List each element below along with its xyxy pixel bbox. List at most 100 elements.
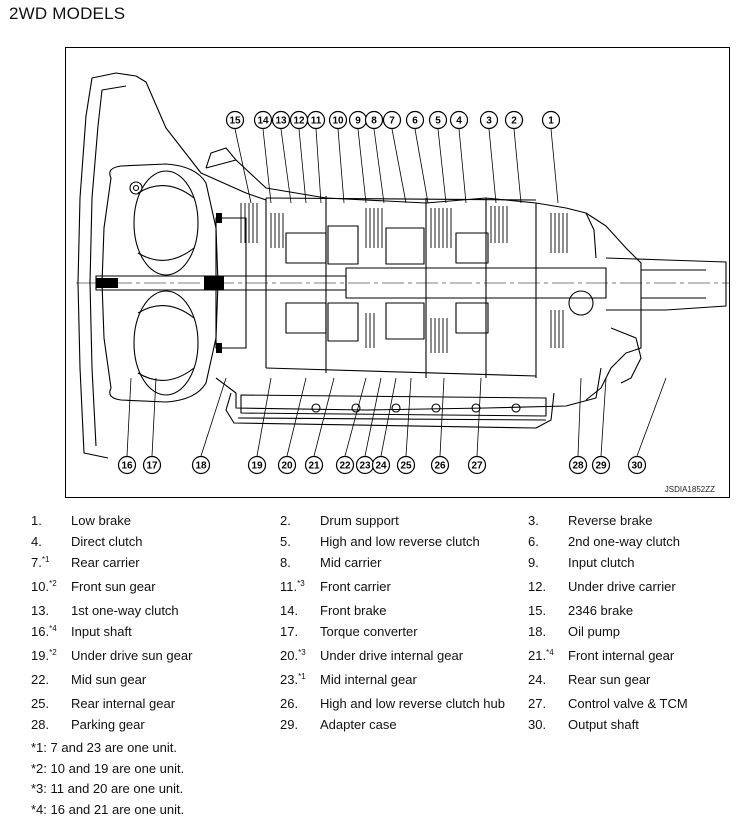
- callout-number: 9: [355, 116, 361, 127]
- legend-number: 16.*4: [31, 624, 57, 639]
- legend-label: Input shaft: [71, 624, 132, 639]
- planetary-set-a: [285, 232, 327, 264]
- legend-number: 9.: [528, 555, 539, 570]
- legend-label: Control valve & TCM: [568, 696, 688, 711]
- legend-label: Mid internal gear: [320, 672, 417, 687]
- callout-2: 2: [504, 110, 524, 130]
- legend-number: 13.: [31, 603, 50, 618]
- callout-number: 20: [281, 461, 293, 472]
- callout-number: 29: [595, 461, 607, 472]
- legend-label: Under drive sun gear: [71, 648, 193, 663]
- output-shaft-spline: [641, 269, 706, 299]
- legend-label: Front internal gear: [568, 648, 675, 663]
- legend-label: Drum support: [320, 513, 399, 528]
- torque-converter-outline: [101, 163, 219, 403]
- callout-number: 26: [434, 461, 446, 472]
- clutch-pack-group: [240, 203, 568, 353]
- legend-number: 2.: [280, 513, 291, 528]
- callout-23: 23: [355, 455, 375, 475]
- planetary-set-c: [385, 227, 425, 265]
- callout-18: 18: [191, 455, 211, 475]
- footnote: *4: 16 and 21 are one unit.: [31, 801, 185, 817]
- callout-number: 15: [229, 116, 241, 127]
- footnote: *3: 11 and 20 are one unit.: [31, 781, 184, 796]
- legend-number: 18.: [528, 624, 547, 639]
- legend-number: 1.: [31, 513, 42, 528]
- legend-label: Rear internal gear: [71, 696, 176, 711]
- legend-number: 19.*2: [31, 648, 57, 663]
- callout-14: 14: [253, 110, 273, 130]
- legend-footnote-ref: *4: [49, 624, 57, 633]
- legend-footnote-ref: *2: [49, 579, 57, 588]
- legend-label: Output shaft: [568, 717, 639, 732]
- callout-27: 27: [467, 455, 487, 475]
- callout-10: 10: [328, 110, 348, 130]
- legend-label: Low brake: [71, 513, 131, 528]
- callout-number: 24: [375, 461, 387, 472]
- legend-number: 5.: [280, 534, 291, 549]
- legend-label: Oil pump: [568, 624, 621, 639]
- callout-number: 7: [389, 116, 395, 127]
- callout-6: 6: [405, 110, 425, 130]
- converter-housing-inner: [89, 85, 127, 447]
- callout-number: 13: [275, 116, 287, 127]
- callout-number: 5: [435, 116, 441, 127]
- converter-bolt: [129, 181, 143, 195]
- legend-label: Front sun gear: [71, 579, 156, 594]
- legend-label: Under drive carrier: [568, 579, 676, 594]
- callout-13: 13: [271, 110, 291, 130]
- footnotes: *1: 7 and 23 are one unit.*2: 10 and 19 …: [31, 738, 184, 820]
- legend-number: 30.: [528, 717, 547, 732]
- converter-housing-outline: [77, 72, 267, 459]
- callout-8: 8: [364, 110, 384, 130]
- callout-number: 3: [486, 116, 492, 127]
- legend-number: 7.*1: [31, 555, 50, 570]
- callout-number: 10: [332, 116, 344, 127]
- legend-footnote-ref: *4: [546, 648, 554, 657]
- legend-label: Rear sun gear: [568, 672, 651, 687]
- legend-number: 29.: [280, 717, 299, 732]
- callout-number: 2: [511, 116, 517, 127]
- callout-28: 28: [568, 455, 588, 475]
- callout-number: 12: [293, 116, 305, 127]
- callout-number: 23: [359, 461, 371, 472]
- callout-number: 28: [572, 461, 584, 472]
- legend-footnote-ref: *3: [298, 648, 306, 657]
- legend-label: Under drive internal gear: [320, 648, 464, 663]
- parking-gear: [568, 290, 594, 316]
- legend-footnote-ref: *1: [41, 555, 50, 564]
- legend-number: 6.: [528, 534, 539, 549]
- legend-number: 26.: [280, 696, 299, 711]
- callout-3: 3: [479, 110, 499, 130]
- callout-29: 29: [591, 455, 611, 475]
- legend-label: Reverse brake: [568, 513, 653, 528]
- legend-number: 22.: [31, 672, 50, 687]
- legend-label: Front carrier: [320, 579, 391, 594]
- legend-label: Direct clutch: [71, 534, 143, 549]
- legend-number: 10.*2: [31, 579, 57, 594]
- callout-16: 16: [117, 455, 137, 475]
- callout-number: 30: [631, 461, 643, 472]
- callout-number: 27: [471, 461, 483, 472]
- legend-number: 12.: [528, 579, 547, 594]
- callout-number: 14: [257, 116, 269, 127]
- callout-21: 21: [304, 455, 324, 475]
- legend-label: Mid sun gear: [71, 672, 147, 687]
- callout-number: 19: [251, 461, 263, 472]
- legend-label: 2346 brake: [568, 603, 634, 618]
- callout-number: 4: [456, 116, 462, 127]
- drum-outline: [265, 196, 537, 378]
- callout-4: 4: [449, 110, 469, 130]
- legend-number: 28.: [31, 717, 50, 732]
- callout-20: 20: [277, 455, 297, 475]
- transmission-case-top: [205, 147, 597, 259]
- transmission-case-bottom: [215, 367, 602, 411]
- legend-label: Input clutch: [568, 555, 635, 570]
- legend-number: 8.: [280, 555, 291, 570]
- legend-number: 17.: [280, 624, 299, 639]
- page-title: 2WD MODELS: [9, 4, 126, 23]
- callout-number: 17: [146, 461, 158, 472]
- callout-number: 8: [371, 116, 377, 127]
- legend-number: 23.*1: [280, 672, 306, 687]
